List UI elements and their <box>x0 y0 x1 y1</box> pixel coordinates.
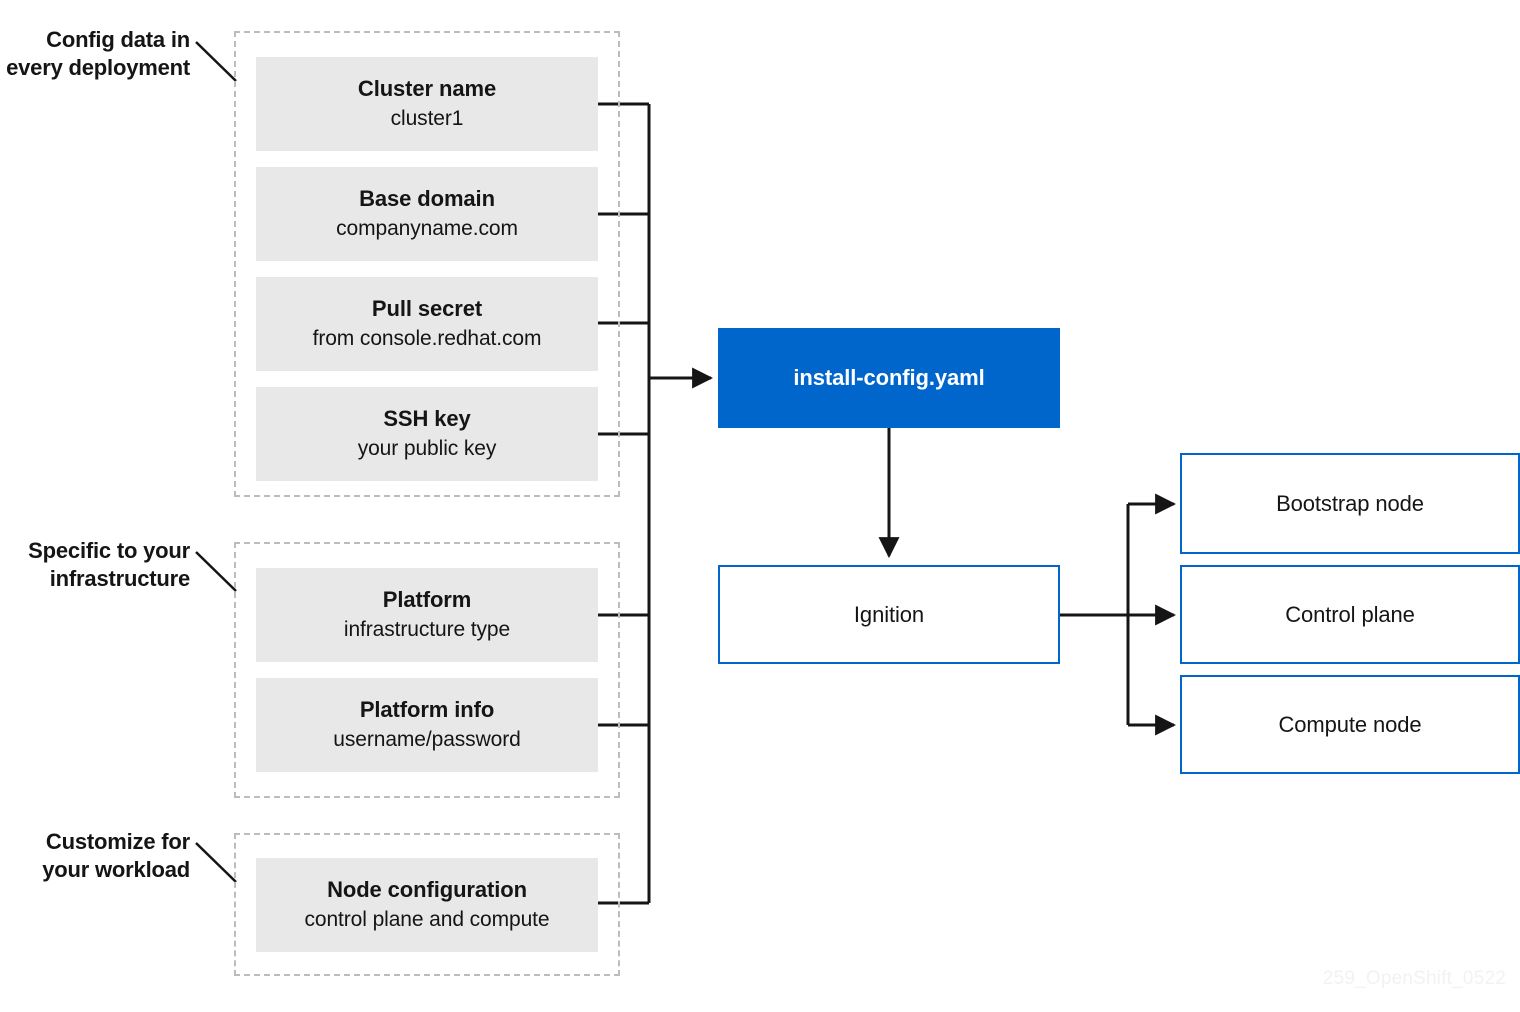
card-base-domain[interactable]: Base domain companyname.com <box>256 167 598 261</box>
card-title: Base domain <box>359 186 495 212</box>
group-infrastructure <box>234 542 620 798</box>
watermark: 259_OpenShift_0522 <box>1322 968 1506 989</box>
box-install-config-yaml[interactable]: install-config.yaml <box>718 328 1060 428</box>
box-label: Compute node <box>1278 711 1422 737</box>
card-title: Platform info <box>359 697 495 723</box>
leader-line-workload <box>195 842 237 883</box>
card-subtitle: from console.redhat.com <box>312 327 542 351</box>
card-title: Node configuration <box>327 877 527 903</box>
annotation-workload: Customize for your workload <box>42 829 190 883</box>
card-platform[interactable]: Platform infrastructure type <box>256 568 598 662</box>
leader-line-infrastructure <box>195 551 237 592</box>
card-subtitle: your public key <box>357 437 497 461</box>
box-control-plane[interactable]: Control plane <box>1180 565 1520 664</box>
group-every-deployment <box>234 31 620 497</box>
group-workload <box>234 833 620 976</box>
card-cluster-name[interactable]: Cluster name cluster1 <box>256 57 598 151</box>
box-ignition[interactable]: Ignition <box>718 565 1060 664</box>
box-label: install-config.yaml <box>793 365 985 390</box>
card-subtitle: username/password <box>333 728 521 752</box>
box-label: Ignition <box>853 601 925 627</box>
leader-line-every-deployment <box>195 41 237 82</box>
annotation-infrastructure: Specific to your infrastructure <box>28 538 190 592</box>
card-title: Platform <box>382 587 472 613</box>
box-compute-node[interactable]: Compute node <box>1180 675 1520 774</box>
box-label: Bootstrap node <box>1276 490 1424 516</box>
card-title: Pull secret <box>371 296 483 322</box>
card-subtitle: cluster1 <box>390 107 464 131</box>
card-subtitle: control plane and compute <box>304 908 550 932</box>
card-platform-info[interactable]: Platform info username/password <box>256 678 598 772</box>
card-subtitle: infrastructure type <box>343 618 511 642</box>
box-label: Control plane <box>1285 601 1415 627</box>
card-title: Cluster name <box>357 76 497 102</box>
card-pull-secret[interactable]: Pull secret from console.redhat.com <box>256 277 598 371</box>
card-ssh-key[interactable]: SSH key your public key <box>256 387 598 481</box>
card-subtitle: companyname.com <box>336 217 518 241</box>
card-node-configuration[interactable]: Node configuration control plane and com… <box>256 858 598 952</box>
card-title: SSH key <box>383 406 471 432</box>
annotation-every-deployment: Config data in every deployment <box>6 27 190 81</box>
box-bootstrap-node[interactable]: Bootstrap node <box>1180 453 1520 554</box>
